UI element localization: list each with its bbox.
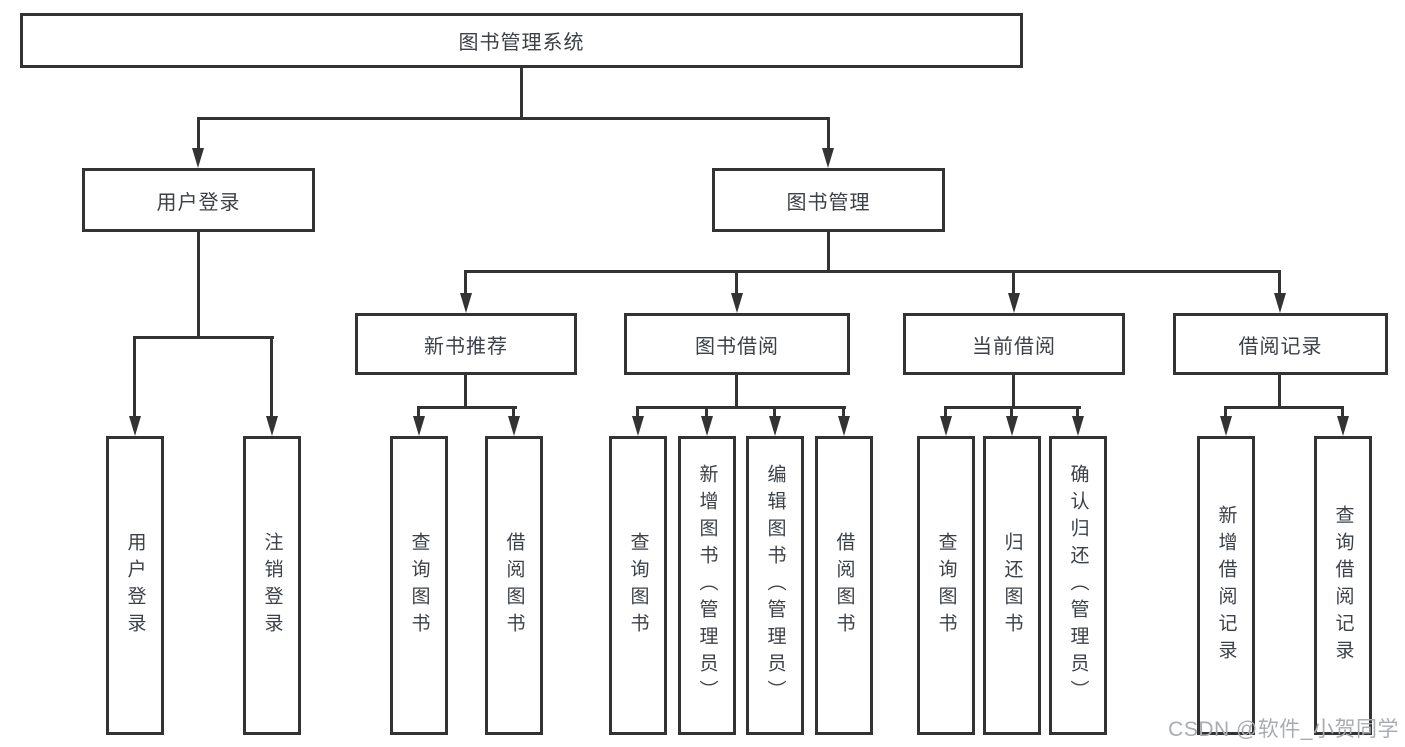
- connector-line: [1076, 406, 1079, 422]
- connector-line: [1224, 406, 1227, 422]
- arrow-down-icon: [266, 416, 278, 436]
- connector-line: [512, 406, 515, 422]
- arrow-down-icon: [701, 416, 713, 436]
- node-current-borrow: 当前借阅: [903, 313, 1125, 375]
- leaf-label: 借阅图书: [503, 531, 525, 640]
- arrow-down-icon: [1337, 416, 1349, 436]
- connector-line: [636, 406, 639, 422]
- connector-line: [773, 406, 776, 422]
- leaf-label: 编辑图书（管理员）: [764, 464, 786, 707]
- connector-line: [827, 232, 830, 273]
- leaf-br-add-record: 新增借阅记录: [1197, 436, 1255, 735]
- leaf-label: 注销登录: [261, 531, 283, 640]
- connector-line: [1278, 270, 1281, 298]
- leaf-label: 查询图书: [935, 531, 957, 640]
- leaf-nb-borrow-books: 借阅图书: [485, 436, 543, 735]
- node-label: 图书管理: [786, 191, 871, 214]
- connector-line: [1010, 406, 1013, 422]
- connector-line: [842, 406, 845, 422]
- leaf-label: 新增图书（管理员）: [696, 464, 718, 707]
- connector-line: [636, 406, 846, 409]
- leaf-cb-query-books: 查询图书: [917, 436, 975, 735]
- connector-line: [1012, 375, 1015, 409]
- watermark-text: CSDN @软件_小贺同学: [1168, 718, 1399, 741]
- connector-line: [417, 406, 517, 409]
- leaf-br-query-record: 查询借阅记录: [1314, 436, 1372, 735]
- node-label: 当前借阅: [972, 335, 1056, 358]
- leaf-label: 确认归还（管理员）: [1067, 464, 1089, 707]
- arrow-down-icon: [192, 148, 204, 168]
- node-library-system: 图书管理系统: [20, 13, 1023, 68]
- leaf-cb-confirm-return-admin: 确认归还（管理员）: [1049, 436, 1107, 735]
- connector-line: [827, 117, 830, 153]
- leaf-label: 新增借阅记录: [1215, 504, 1237, 667]
- leaf-label: 查询图书: [408, 531, 430, 640]
- node-user-login: 用户登录: [82, 168, 315, 232]
- leaf-label: 查询借阅记录: [1332, 504, 1354, 667]
- leaf-bb-edit-books-admin: 编辑图书（管理员）: [746, 436, 804, 735]
- node-label: 用户登录: [156, 191, 241, 214]
- arrow-down-icon: [460, 293, 472, 313]
- leaf-bb-borrow-books: 借阅图书: [815, 436, 873, 735]
- arrow-down-icon: [1008, 293, 1020, 313]
- node-new-book-recommend: 新书推荐: [355, 313, 577, 375]
- leaf-label: 归还图书: [1001, 531, 1023, 640]
- connector-line: [464, 270, 467, 298]
- node-book-management: 图书管理: [712, 168, 945, 232]
- leaf-nb-query-books: 查询图书: [390, 436, 448, 735]
- arrow-down-icon: [1072, 416, 1084, 436]
- leaf-bb-add-books-admin: 新增图书（管理员）: [678, 436, 736, 735]
- connector-line: [197, 117, 830, 120]
- connector-line: [197, 232, 200, 338]
- connector-line: [270, 336, 273, 420]
- leaf-label: 用户登录: [124, 531, 146, 640]
- arrow-down-icon: [731, 293, 743, 313]
- connector-line: [197, 117, 200, 153]
- connector-line: [735, 375, 738, 409]
- connector-line: [705, 406, 708, 422]
- node-label: 图书借阅: [695, 335, 779, 358]
- arrow-down-icon: [1274, 293, 1286, 313]
- node-label: 借阅记录: [1238, 335, 1323, 358]
- arrow-down-icon: [769, 416, 781, 436]
- connector-line: [133, 336, 274, 339]
- node-book-borrow: 图书借阅: [624, 313, 850, 375]
- leaf-label: 借阅图书: [833, 531, 855, 640]
- node-borrow-records: 借阅记录: [1173, 313, 1388, 375]
- leaf-user-login: 用户登录: [106, 436, 164, 735]
- leaf-label: 查询图书: [627, 531, 649, 640]
- connector-line: [464, 270, 1281, 273]
- arrow-down-icon: [1220, 416, 1232, 436]
- leaf-bb-query-books: 查询图书: [609, 436, 667, 735]
- connector-line: [1012, 270, 1015, 298]
- connector-line: [520, 68, 523, 120]
- arrow-down-icon: [129, 416, 141, 436]
- connector-line: [1341, 406, 1344, 422]
- connector-line: [735, 270, 738, 298]
- connector-line: [944, 406, 947, 422]
- connector-line: [1224, 406, 1344, 409]
- leaf-cb-return-books: 归还图书: [983, 436, 1041, 735]
- connector-line: [133, 336, 136, 420]
- arrow-down-icon: [413, 416, 425, 436]
- arrow-down-icon: [822, 148, 834, 168]
- arrow-down-icon: [940, 416, 952, 436]
- node-label: 图书管理系统: [458, 32, 585, 54]
- connector-line: [464, 375, 467, 409]
- arrow-down-icon: [838, 416, 850, 436]
- arrow-down-icon: [508, 416, 520, 436]
- node-label: 新书推荐: [424, 335, 508, 358]
- connector-line: [417, 406, 420, 422]
- arrow-down-icon: [632, 416, 644, 436]
- arrow-down-icon: [1006, 416, 1018, 436]
- leaf-logout: 注销登录: [243, 436, 301, 735]
- connector-line: [1278, 375, 1281, 409]
